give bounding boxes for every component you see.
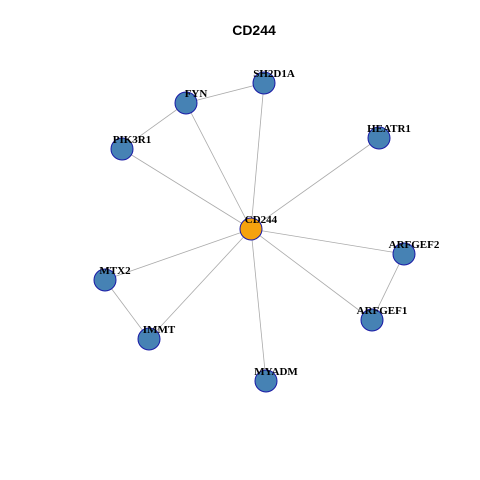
edge-cd244-arfgef2 bbox=[250, 228, 405, 255]
node-label-heatr1: HEATR1 bbox=[367, 123, 411, 135]
edge-cd244-arfgef1 bbox=[250, 228, 373, 321]
node-label-cd244: CD244 bbox=[245, 214, 278, 226]
edge-cd244-heatr1 bbox=[250, 137, 380, 230]
edge-cd244-pik3r1 bbox=[121, 148, 252, 230]
edge-layer bbox=[104, 82, 405, 382]
node-immt bbox=[137, 327, 161, 351]
node-mtx2 bbox=[93, 268, 117, 292]
node-label-arfgef1: ARFGEF1 bbox=[357, 305, 408, 317]
node-label-pik3r1: PIK3R1 bbox=[113, 134, 152, 146]
node-fyn bbox=[174, 91, 198, 115]
edge-cd244-fyn bbox=[185, 102, 252, 230]
node-cd244 bbox=[239, 217, 263, 241]
edge-fyn-sh2d1a bbox=[185, 82, 265, 104]
node-label-myadm: MYADM bbox=[254, 366, 298, 378]
node-arfgef2 bbox=[392, 242, 416, 266]
node-arfgef1 bbox=[360, 308, 384, 332]
label-layer: CD244 SH2D1A FYN PIK3R1 HEATR1ARFGEF2ARFGEF1… bbox=[99, 68, 439, 378]
node-sh2d1a bbox=[252, 71, 276, 95]
node-label-fyn: FYN bbox=[185, 88, 208, 100]
edge-mtx2-immt bbox=[104, 279, 150, 340]
node-label-immt: IMMT bbox=[143, 324, 176, 336]
node-label-mtx2: MTX2 bbox=[99, 265, 131, 277]
node-label-sh2d1a: SH2D1A bbox=[253, 68, 295, 80]
node-label-arfgef2: ARFGEF2 bbox=[389, 239, 440, 251]
node-heatr1 bbox=[367, 126, 391, 150]
edge-cd244-mtx2 bbox=[104, 228, 252, 281]
edge-arfgef2-arfgef1 bbox=[371, 253, 405, 321]
edge-cd244-sh2d1a bbox=[250, 82, 265, 230]
node-myadm bbox=[254, 369, 278, 393]
node-layer bbox=[93, 71, 416, 393]
edge-fyn-pik3r1 bbox=[121, 102, 187, 150]
node-pik3r1 bbox=[110, 137, 134, 161]
edge-cd244-myadm bbox=[250, 228, 267, 382]
diagram-title: CD244 bbox=[232, 22, 276, 38]
edge-cd244-immt bbox=[148, 228, 252, 340]
